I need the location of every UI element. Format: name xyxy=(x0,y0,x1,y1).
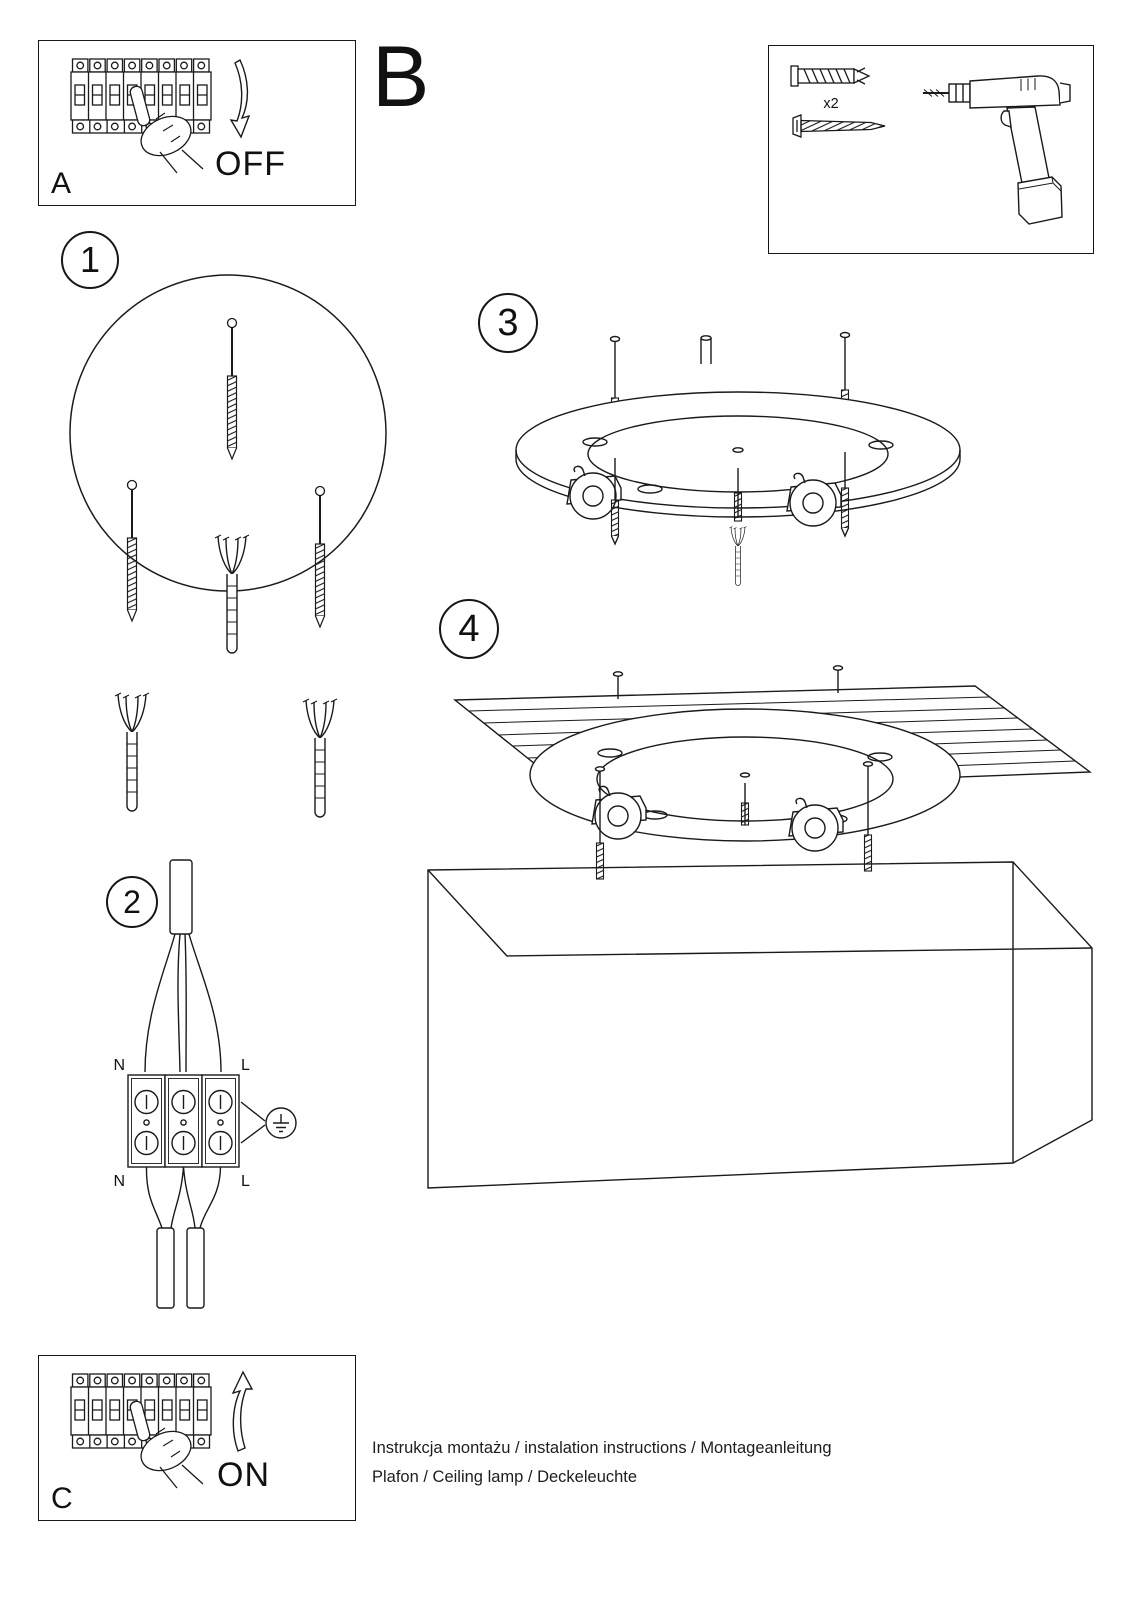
mounting-plate-illustration xyxy=(515,331,961,586)
canopy-assembly-illustration xyxy=(427,665,1093,1189)
label-n-top: N xyxy=(113,1057,125,1074)
connecting-screw xyxy=(594,766,606,880)
supply-wires xyxy=(144,933,222,1073)
off-label: OFF xyxy=(215,145,286,183)
arrow-up-icon xyxy=(232,1371,253,1452)
screw-icon xyxy=(314,485,326,628)
label-n-bottom: N xyxy=(113,1173,125,1190)
step-1-number: 1 xyxy=(79,239,101,280)
terminal-block xyxy=(127,1074,240,1168)
tools-box: x2 xyxy=(768,45,1094,254)
anchor-count-label: x2 xyxy=(823,96,838,112)
arrow-down-icon xyxy=(230,59,250,138)
ground-symbol xyxy=(240,1101,297,1144)
footer-captions: Instrukcja montażu / instalation instruc… xyxy=(372,1434,832,1492)
drill-icon xyxy=(923,75,1071,225)
fixture-wires xyxy=(145,1166,222,1229)
footer-line-2: Plafon / Ceiling lamp / Deckeleuchte xyxy=(372,1468,638,1486)
step-4-number: 4 xyxy=(458,607,480,650)
square-shade-box xyxy=(427,861,1093,1189)
step-3-number: 3 xyxy=(497,301,519,344)
center-stub xyxy=(700,335,712,364)
circuit-breaker-icon xyxy=(70,58,212,174)
section-b-label: B xyxy=(372,29,430,125)
center-screw-anchor xyxy=(729,468,747,586)
connecting-screw xyxy=(862,761,874,872)
wall-plug-icon xyxy=(302,698,338,818)
panel-power-on: ON C xyxy=(38,1355,356,1521)
step-1-badge: 1 xyxy=(61,231,119,289)
breaker-on-illustration xyxy=(70,1371,253,1489)
wall-plug-icon xyxy=(790,65,871,87)
screw-icon xyxy=(792,114,886,138)
on-label: ON xyxy=(217,1456,270,1494)
tools-illustration: x2 xyxy=(790,65,1071,225)
mounting-screw-lower xyxy=(840,452,850,538)
screw-icon xyxy=(226,317,238,460)
anchors-illustration xyxy=(69,274,387,818)
wall-plug-icon xyxy=(214,534,250,654)
step-4-badge: 4 xyxy=(439,599,499,659)
label-l-bottom: L xyxy=(241,1173,250,1190)
plate-screw-top xyxy=(832,665,844,693)
circuit-breaker-icon xyxy=(70,1373,212,1489)
step-3-badge: 3 xyxy=(478,293,538,353)
panel-a-label: A xyxy=(51,167,72,200)
step-2-badge: 2 xyxy=(106,876,158,928)
panel-c-label: C xyxy=(51,1482,73,1515)
supply-cable xyxy=(169,859,193,935)
fixture-cable xyxy=(156,1227,175,1309)
fixture-cable xyxy=(186,1227,205,1309)
screw-icon xyxy=(126,479,138,622)
wall-plug-icon xyxy=(114,692,150,812)
mounting-screw-lower xyxy=(610,458,620,546)
wiring-diagram: N L N L xyxy=(113,859,297,1309)
label-l-top: L xyxy=(241,1057,250,1074)
panel-power-off: OFF A xyxy=(38,40,356,206)
footer-line-1: Instrukcja montażu / instalation instruc… xyxy=(372,1439,832,1457)
step-2-number: 2 xyxy=(123,883,141,920)
breaker-off-illustration xyxy=(70,58,250,174)
plate-screw-top xyxy=(612,671,624,699)
